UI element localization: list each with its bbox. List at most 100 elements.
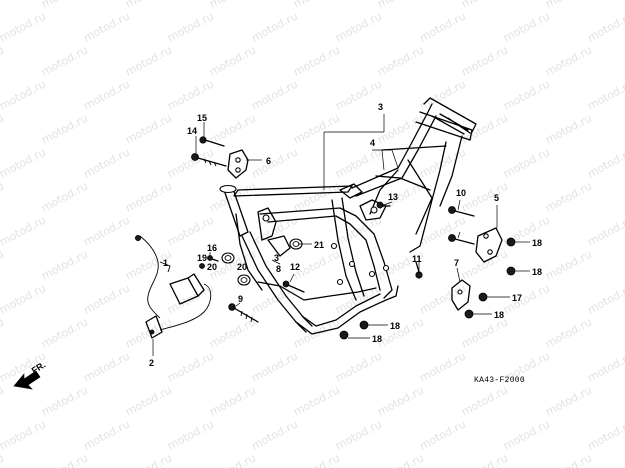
watermark-text: motod.ru — [165, 145, 216, 180]
watermark-text: motod.ru — [543, 43, 594, 78]
watermark-text: motod.ru — [123, 179, 174, 214]
callout-17: 17 — [512, 293, 522, 303]
nut-18-bottom-a — [359, 320, 369, 330]
watermark-text: motod.ru — [459, 179, 510, 214]
callout-18-right-lower: 18 — [532, 267, 542, 277]
callout-labels: 15 14 6 3 4 13 10 5 11 1 18 18 21 16 19 … — [149, 102, 542, 368]
watermark-text: motod.ru — [585, 77, 625, 112]
watermark-text: motod.ru — [0, 0, 6, 11]
watermark-text: motod.ru — [585, 417, 625, 452]
watermark-text: motod.ru — [375, 315, 426, 350]
watermark-text: motod.ru — [0, 247, 6, 282]
watermark-text: motod.ru — [81, 281, 132, 316]
watermark-text: motod.ru — [417, 145, 468, 180]
watermark-text: motod.ru — [39, 451, 90, 468]
nut-17 — [478, 292, 488, 302]
watermark-text: motod.ru — [459, 247, 510, 282]
watermark-text: motod.ru — [585, 281, 625, 316]
watermark-text: motod.ru — [249, 77, 300, 112]
watermark-text: motod.ru — [543, 0, 594, 11]
watermark-text: motod.ru — [291, 43, 342, 78]
ignition-coil-1 — [134, 234, 212, 339]
watermark-text: motod.ru — [291, 383, 342, 418]
watermark-text: motod.ru — [375, 451, 426, 468]
watermark-text: motod.ru — [249, 417, 300, 452]
watermark-text: motod.ru — [81, 213, 132, 248]
watermark-text: motod.ru — [81, 417, 132, 452]
watermark-text: motod.ru — [123, 383, 174, 418]
watermark-text: motod.ru — [501, 9, 552, 44]
watermark-text: motod.ru — [207, 383, 258, 418]
callout-4: 4 — [370, 138, 375, 148]
watermark-text: motod.ru — [543, 247, 594, 282]
watermark-text: motod.ru — [207, 111, 258, 146]
watermark-text: motod.ru — [39, 179, 90, 214]
callout-2: 2 — [149, 358, 154, 368]
watermark-text: motod.ru — [543, 451, 594, 468]
bolt-15 — [199, 136, 225, 147]
watermark-text: motod.ru — [123, 451, 174, 468]
watermark-text: motod.ru — [543, 179, 594, 214]
watermark-text: motod.ru — [459, 43, 510, 78]
watermark-text: motod.ru — [333, 9, 384, 44]
callout-9: 9 — [238, 294, 243, 304]
watermark-text: motod.ru — [417, 417, 468, 452]
watermark-text: motod.ru — [207, 179, 258, 214]
bolt-10-lower — [448, 234, 475, 245]
frame-body — [219, 97, 477, 335]
bolt-9 — [228, 303, 259, 323]
watermark-text: motod.ru — [165, 9, 216, 44]
watermark-text: motod.ru — [39, 111, 90, 146]
watermark-text: motod.ru — [165, 349, 216, 384]
callout-8: 8 — [276, 264, 281, 274]
screw-16 — [207, 255, 219, 262]
watermark-text: motod.ru — [39, 247, 90, 282]
watermark-text: motod.ru — [81, 145, 132, 180]
watermark-text: motod.ru — [0, 77, 48, 112]
watermark-text: motod.ru — [333, 77, 384, 112]
watermark-text: motod.ru — [249, 145, 300, 180]
watermark-text: motod.ru — [585, 349, 625, 384]
callout-12: 12 — [290, 262, 300, 272]
grommet-20-lower — [237, 274, 251, 286]
callout-21: 21 — [314, 240, 324, 250]
watermark-text: motod.ru — [81, 349, 132, 384]
watermark-text: motod.ru — [0, 9, 48, 44]
callout-14: 14 — [187, 126, 197, 136]
watermark-text: motod.ru — [417, 77, 468, 112]
watermark-text: motod.ru — [165, 417, 216, 452]
drawing-code: KA43-F2000 — [474, 376, 525, 385]
watermark-text: motod.ru — [81, 77, 132, 112]
watermark-text: motod.ru — [81, 9, 132, 44]
watermark-text: motod.ru — [291, 451, 342, 468]
callout-20-left: 20 — [207, 262, 217, 272]
watermark-text: motod.ru — [249, 9, 300, 44]
nut-18-right-upper — [506, 237, 516, 247]
watermark-text: motod.ru — [333, 281, 384, 316]
watermark-text: motod.ru — [123, 43, 174, 78]
callout-13: 13 — [388, 192, 398, 202]
watermark-text: motod.ru — [543, 315, 594, 350]
watermark-text: motod.ru — [333, 145, 384, 180]
callout-6: 6 — [266, 156, 271, 166]
watermark-text: motod.ru — [333, 349, 384, 384]
callout-18-bottom-right: 18 — [494, 310, 504, 320]
watermark-text: motod.ru — [501, 281, 552, 316]
watermark-text: motod.ru — [501, 417, 552, 452]
watermark-text: motod.ru — [291, 111, 342, 146]
watermark-text: motod.ru — [459, 0, 510, 11]
watermark-text: motod.ru — [417, 213, 468, 248]
callout-5: 5 — [494, 193, 499, 203]
bolt-14 — [191, 153, 227, 167]
watermark-text: motod.ru — [333, 417, 384, 452]
watermark-text: motod.ru — [0, 383, 6, 418]
callout-20-right: 20 — [237, 262, 247, 272]
bolt-13 — [376, 201, 391, 209]
callout-15: 15 — [197, 113, 207, 123]
watermark-text: motod.ru — [123, 111, 174, 146]
watermark-text: motod.ru — [39, 315, 90, 350]
watermark-text: motod.ru — [0, 451, 6, 468]
watermark-text: motod.ru — [459, 383, 510, 418]
grommet-20-upper — [221, 252, 235, 264]
